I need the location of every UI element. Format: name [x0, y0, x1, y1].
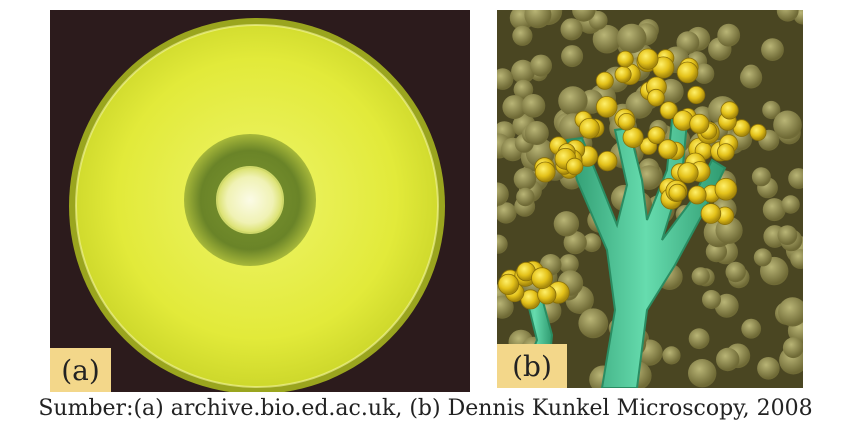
background-spore: [751, 167, 771, 187]
background-spore: [513, 79, 534, 100]
source-caption: Sumber:(a) archive.bio.ed.ac.uk, (b) Den…: [38, 396, 813, 421]
background-spore: [702, 290, 721, 309]
background-spore: [688, 359, 717, 388]
background-spore: [497, 295, 514, 319]
background-spore: [512, 25, 533, 46]
background-spore: [762, 198, 786, 222]
background-spore: [693, 63, 715, 84]
conidium-spore: [676, 61, 699, 84]
background-spore: [502, 95, 527, 120]
background-spore: [761, 38, 784, 61]
conidium-spore: [659, 101, 678, 120]
penicillium-image: [497, 10, 803, 388]
background-spore: [688, 328, 710, 350]
background-spore: [741, 318, 762, 339]
background-spore: [582, 233, 602, 253]
conidium-spore: [647, 88, 665, 107]
background-spore: [788, 168, 803, 189]
background-spore: [662, 346, 681, 365]
background-spore: [497, 68, 514, 90]
conidium-spore: [597, 151, 618, 172]
conidium-spore: [565, 157, 584, 176]
panel-a-label: (a): [50, 348, 111, 392]
conidium-spore: [668, 183, 687, 202]
background-spore: [725, 261, 746, 283]
conidium-spore: [714, 177, 738, 201]
conidium-spore: [534, 161, 556, 183]
background-spore: [753, 248, 772, 267]
background-spore: [563, 231, 587, 255]
background-spore: [530, 54, 552, 77]
conidium-spore: [687, 185, 707, 205]
background-spore: [497, 234, 508, 254]
conidium-spore: [637, 48, 659, 70]
background-spore: [773, 110, 802, 140]
background-spore: [559, 254, 579, 274]
background-spore: [524, 121, 549, 145]
conidium-spore: [595, 71, 614, 90]
background-spore: [740, 66, 763, 89]
background-spore: [782, 337, 803, 359]
petri-dish-photo: (a): [50, 10, 470, 392]
background-spore: [781, 195, 800, 214]
conidium-spore: [720, 101, 739, 120]
background-spore: [513, 167, 537, 191]
conidium-spore: [647, 126, 666, 145]
conidium-spore: [617, 113, 636, 131]
antibiotic-disc: [217, 167, 283, 233]
conidium-spore: [616, 50, 634, 68]
background-spore: [558, 86, 588, 116]
conidium-spore: [677, 162, 699, 184]
background-spore: [776, 10, 799, 22]
conidium-spore: [687, 85, 706, 105]
background-spore: [561, 45, 584, 68]
conidium-spore: [531, 267, 553, 290]
background-spore: [762, 100, 781, 120]
conidium-spore: [595, 96, 618, 118]
background-spore: [716, 347, 740, 372]
background-spore: [497, 182, 509, 206]
conidium-spore: [579, 118, 600, 139]
background-spore: [521, 94, 546, 118]
background-spore: [691, 267, 710, 286]
penicillium-micrograph: (b): [497, 10, 803, 388]
background-spore: [790, 249, 803, 269]
panel-b-label: (b): [497, 344, 567, 388]
conidium-spore: [717, 143, 735, 161]
petri-dish-image: [50, 10, 470, 392]
conidium-spore: [700, 203, 722, 224]
background-spore: [778, 297, 803, 327]
background-spore: [616, 23, 647, 54]
conidium-spore: [657, 139, 678, 160]
yellow-conidia: [497, 48, 767, 310]
background-spore: [757, 357, 780, 380]
background-spore: [524, 10, 552, 29]
conidium-spore: [689, 113, 710, 134]
background-spore: [560, 18, 583, 41]
background-spore: [592, 24, 622, 54]
conidium-spore: [749, 123, 767, 141]
background-spore: [511, 59, 535, 84]
background-spore: [516, 187, 535, 207]
background-spore: [572, 10, 596, 22]
background-spore: [777, 225, 798, 246]
conidium-spore: [497, 273, 519, 295]
background-spore: [717, 23, 741, 47]
conidium-spore: [614, 66, 632, 84]
background-spore: [553, 211, 580, 237]
background-spore: [497, 202, 517, 224]
background-spore: [578, 308, 609, 339]
